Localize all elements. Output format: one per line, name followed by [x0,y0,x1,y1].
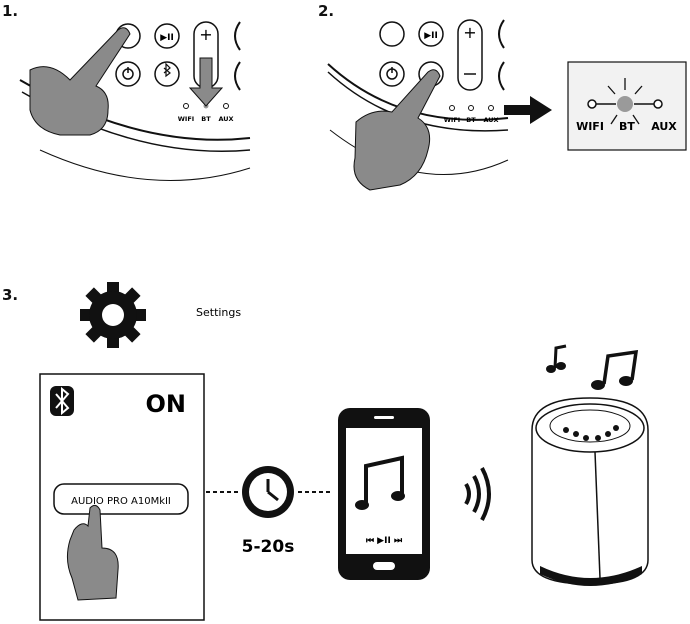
clock-icon [242,466,294,518]
hand-icon [29,27,131,136]
led-label-wifi: WIFI [178,115,194,123]
bluetooth-status: ON [146,390,187,418]
power-button-icon [379,61,405,87]
led-label-aux: AUX [483,116,498,124]
svg-text:+: + [199,25,212,44]
music-note-icon [355,455,405,510]
gear-icon [80,282,146,348]
step-number-3: 3. [2,286,19,304]
step-number-2: 2. [318,2,335,20]
right-arrow-icon [504,96,552,124]
panel-2: ▶II + [327,19,687,191]
pair-button-icon [379,21,405,47]
bt-led-lit-icon [617,96,633,112]
speaker-icon [531,397,649,586]
device-name: AUDIO PRO A10MkII [71,496,171,507]
down-arrow-icon [188,57,224,107]
svg-text:▶II: ▶II [160,33,174,43]
step-number-1: 1. [2,2,19,20]
smartphone-icon: ⏮ ▶II ⏭ [338,408,430,580]
svg-text:⏮ ▶II ⏭: ⏮ ▶II ⏭ [366,536,403,546]
settings-label: Settings [196,306,241,319]
volume-control-icon [457,19,483,91]
led-label-bt: BT [466,116,476,124]
play-pause-button-icon [418,21,444,47]
led-label-wifi: WIFI [444,116,460,124]
device-list-item[interactable] [53,483,189,515]
led-label-bt: BT [201,115,211,123]
power-button-icon [115,61,141,87]
svg-text:+: + [463,23,476,42]
music-note-icon [546,344,567,373]
play-pause-button-icon [154,23,180,49]
bluetooth-button-icon [154,61,180,87]
hand-icon [66,504,119,601]
led-label-aux: AUX [218,115,233,123]
panel-1: ▶II + [19,21,251,181]
zoom-label-bt: BT [619,120,635,133]
music-note-icon [591,349,639,390]
zoom-label-wifi: WIFI [576,120,604,133]
wait-time-label: 5-20s [242,537,295,557]
svg-text:▶II: ▶II [424,31,438,41]
wireless-signal-icon [464,467,491,521]
hand-icon [353,69,441,191]
zoom-label-aux: AUX [651,120,677,133]
